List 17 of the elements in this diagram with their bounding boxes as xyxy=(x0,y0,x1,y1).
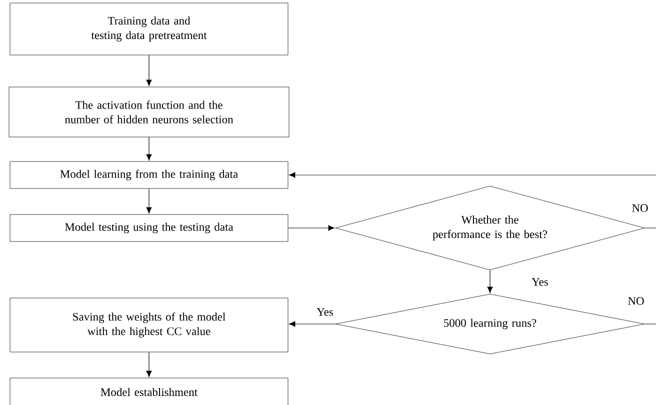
arrow xyxy=(288,225,335,231)
arrow xyxy=(146,54,152,86)
process-box: Training data and testing data pretreatment xyxy=(10,2,288,56)
edge-label: NO xyxy=(626,296,646,306)
process-box: Saving the weights of the model with the highest CC value xyxy=(10,298,288,352)
edge-label: Yes xyxy=(530,277,550,287)
arrow xyxy=(146,188,152,214)
process-box: Model testing using the testing data xyxy=(10,214,288,242)
edge-label: Yes xyxy=(316,307,334,317)
process-box: Model establishment xyxy=(10,378,288,405)
arrow xyxy=(289,321,336,327)
process-box: Model learning from the training data xyxy=(10,161,288,189)
arrow xyxy=(289,172,656,178)
arrow xyxy=(146,136,152,161)
arrow xyxy=(487,270,493,293)
process-box: The activation function and the number of hidden neurons selection xyxy=(8,86,290,138)
arrow xyxy=(146,352,152,378)
